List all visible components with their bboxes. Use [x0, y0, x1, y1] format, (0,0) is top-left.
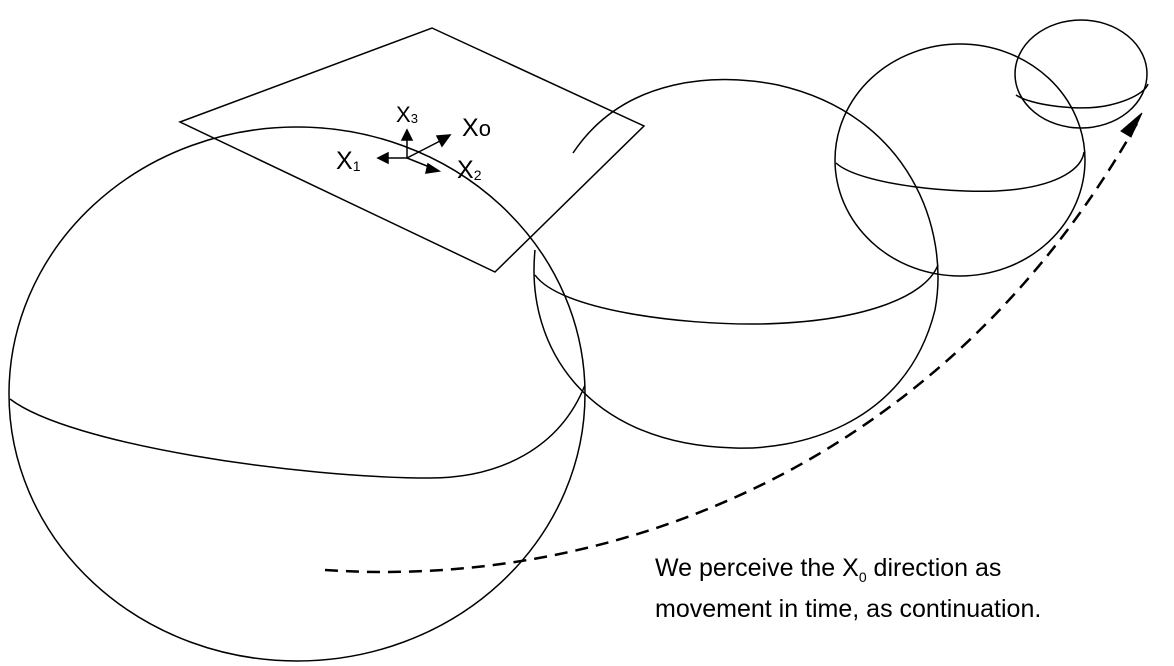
second-sphere-equator: [534, 264, 939, 325]
time-direction-dashed-curve: [324, 117, 1142, 574]
large-sphere-outline: [8, 126, 586, 662]
axis-x0-line: [406, 139, 443, 159]
large-sphere-equator: [9, 384, 586, 479]
axis-x0-arrowhead: [435, 134, 452, 148]
third-sphere-equator: [835, 151, 1085, 192]
small-sphere-outline: [1014, 19, 1148, 129]
third-sphere-outline: [834, 43, 1086, 277]
axis-x3-arrowhead: [400, 128, 414, 141]
time-direction-arrow: [324, 112, 1143, 574]
local-axes: [376, 128, 452, 174]
time-direction-arrowhead: [1120, 112, 1143, 138]
large-sphere: [8, 126, 586, 662]
small-sphere: [1014, 19, 1149, 129]
tangent-plane: [178, 27, 646, 273]
caption-line-1: We perceive the X0 direction as: [655, 554, 1002, 585]
axis-x1-arrowhead: [376, 151, 389, 165]
third-sphere: [834, 43, 1086, 277]
caption-line-2: movement in time, as continuation.: [655, 595, 1042, 623]
axis-x1-label: X1: [336, 147, 361, 175]
caption: We perceive the X0 direction as movement…: [655, 552, 1041, 625]
axis-x0-label: Xo: [462, 114, 491, 142]
small-sphere-equator: [1015, 83, 1149, 109]
second-sphere: [533, 78, 939, 449]
axis-x3-label: X3: [396, 102, 418, 127]
axis-x2-arrowhead: [425, 162, 442, 174]
axis-x2-label: X2: [457, 156, 482, 184]
second-sphere-outline-front: [533, 78, 939, 449]
